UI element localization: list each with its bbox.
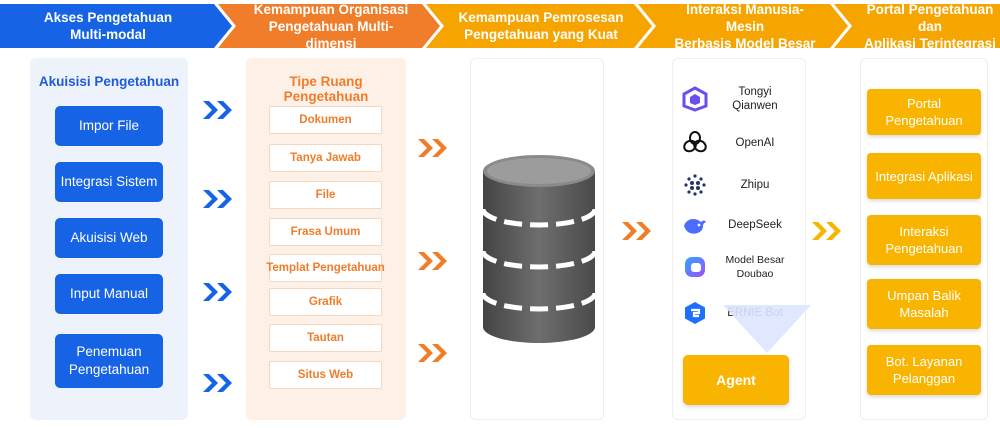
model-openai-line1: OpenAI [735, 137, 775, 149]
space-type-link[interactable]: Tautan [269, 324, 382, 352]
manual-input-button[interactable]: Input Manual [55, 274, 163, 314]
portal-panel: Portal Pengetahuan Integrasi Aplikasi In… [860, 58, 988, 420]
model-deepseek[interactable]: DeepSeek [681, 207, 801, 243]
space-type-graph[interactable]: Grafik [269, 288, 382, 316]
space-type-document[interactable]: Dokumen [269, 106, 382, 134]
double-chevron-right-icon [418, 344, 447, 362]
doubao-icon [681, 253, 709, 281]
double-chevron-right-icon [203, 374, 232, 392]
knowledge-discovery-label: Penemuan [76, 344, 142, 359]
header-stage-5-line2: Aplikasi Terintegrasi [864, 35, 996, 51]
header-stage-5-line1: Portal Pengetahuan dan [866, 1, 994, 34]
knowledge-portal-button[interactable]: Portal Pengetahuan [867, 89, 981, 135]
model-tongyi-line2: Qianwen [732, 100, 778, 112]
space-type-common-phrase[interactable]: Frasa Umum [269, 218, 382, 246]
processing-panel [470, 58, 604, 420]
knowledge-interaction-label-2: Pengetahuan [885, 241, 963, 256]
header-stage-4-line1: Interaksi Manusia-Mesin [686, 1, 804, 34]
double-chevron-right-icon [418, 139, 447, 157]
issue-feedback-label: Umpan Balik [887, 288, 961, 303]
tongyi-icon [681, 85, 709, 113]
import-file-label: Impor File [78, 118, 139, 133]
space-type-knowledge-template[interactable]: Templat Pengetahuan [266, 254, 385, 282]
manual-input-label: Input Manual [69, 286, 149, 301]
double-chevron-right-icon [622, 222, 651, 240]
web-acquisition-button[interactable]: Akuisisi Web [55, 218, 163, 258]
openai-icon [681, 129, 709, 157]
app-integration-label: Integrasi Aplikasi [875, 168, 973, 184]
import-file-button[interactable]: Impor File [55, 106, 163, 146]
double-chevron-right-icon [203, 283, 232, 301]
knowledge-portal-label: Portal Pengetahuan [885, 96, 963, 128]
model-zhipu-line1: Zhipu [740, 179, 770, 191]
space-types-title: Tipe Ruang Pengetahuan [283, 74, 369, 104]
header-stage-1-line1: Akses Pengetahuan [43, 10, 173, 25]
space-type-qa[interactable]: Tanya Jawab [269, 144, 382, 172]
acquisition-title: Akuisisi Pengetahuan [38, 74, 180, 89]
customer-service-bot-label: Bot. Layanan [885, 354, 963, 369]
ernie-icon [681, 299, 709, 327]
database-icon [480, 155, 598, 343]
model-openai[interactable]: OpenAI [681, 125, 801, 161]
zhipu-icon [681, 171, 709, 199]
funnel-shape [723, 305, 811, 353]
model-doubao-line1: Model Besar [725, 254, 785, 266]
space-type-file[interactable]: File [269, 181, 382, 209]
double-chevron-right-icon [418, 252, 447, 270]
acquisition-panel: Akuisisi Pengetahuan Impor File Integras… [30, 58, 188, 420]
header-stage-3-line1: Kemampuan Pemrosesan [458, 10, 624, 25]
header-stage-1-line2: Multi-modal [70, 27, 146, 42]
model-deepseek-line1: DeepSeek [728, 219, 782, 231]
double-chevron-right-icon [812, 222, 841, 240]
knowledge-interaction-label: Interaksi [899, 224, 949, 239]
space-types-panel: Tipe Ruang Pengetahuan Dokumen Tanya Jaw… [246, 58, 406, 420]
model-doubao-line2: Doubao [736, 268, 774, 280]
deepseek-icon [681, 211, 709, 239]
customer-service-bot-label-2: Pelanggan [892, 371, 956, 386]
double-chevron-right-icon [203, 190, 232, 208]
header-stage-4-line2: Berbasis Model Besar [674, 35, 816, 51]
knowledge-discovery-label-2: Pengetahuan [68, 362, 150, 377]
double-chevron-right-icon [203, 101, 232, 119]
issue-feedback-label-2: Masalah [899, 305, 949, 320]
space-type-website[interactable]: Situs Web [269, 361, 382, 389]
model-zhipu[interactable]: Zhipu [681, 167, 801, 203]
system-integration-button[interactable]: Integrasi Sistem [55, 162, 163, 202]
model-tongyi-line1: Tongyi [738, 86, 772, 98]
header-stage-2-line2: Pengetahuan Multi-dimensi [268, 18, 394, 51]
agent-button[interactable]: Agent [683, 355, 789, 405]
web-acquisition-label: Akuisisi Web [70, 230, 148, 245]
header-stage-2-line1: Kemampuan Organisasi [253, 1, 409, 17]
app-integration-button[interactable]: Integrasi Aplikasi [867, 153, 981, 199]
header-stage-3-line2: Pengetahuan yang Kuat [464, 27, 618, 42]
system-integration-label: Integrasi Sistem [60, 174, 158, 189]
